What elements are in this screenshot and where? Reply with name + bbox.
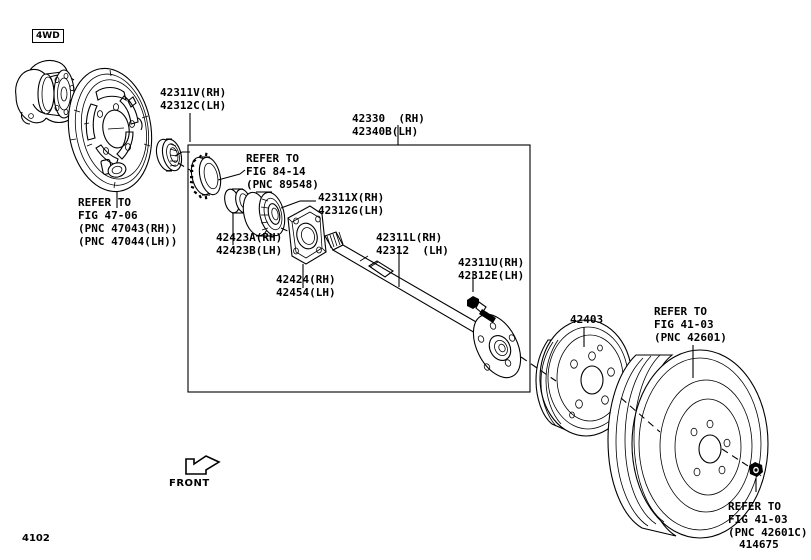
brake-drum-part xyxy=(535,319,633,437)
badge-4wd: 4WD xyxy=(32,29,64,43)
callout-abs-rotor-ref: REFER TO FIG 84-14 (PNC 89548) xyxy=(246,152,319,191)
callout-axle-shaft: 42311L(RH) 42312 (LH) xyxy=(376,231,449,257)
drawing-number: 414675 xyxy=(739,538,779,551)
callout-bearing: 42311X(RH) 42312G(LH) xyxy=(318,191,385,217)
assembly-group-frame xyxy=(187,144,531,393)
callout-stud-bolt: 42311U(RH) 42312E(LH) xyxy=(458,256,525,282)
callout-lug-nut-ref: REFER TO FIG 41-03 (PNC 42601C) xyxy=(728,500,808,539)
callout-spacer: 42423A(RH) 42423B(LH) xyxy=(216,231,283,257)
brake-backing-plate xyxy=(67,67,153,193)
road-wheel-part xyxy=(607,349,769,539)
abs-rotor-part xyxy=(189,152,222,200)
sheet-number: 4102 xyxy=(22,533,50,544)
callout-axle-shaft-assy: 42330 (RH) 42340B(LH) xyxy=(352,112,425,138)
lug-nut-part xyxy=(749,462,763,477)
callout-retainer-plate: 42424(RH) 42454(LH) xyxy=(276,273,336,299)
oil-seal-part xyxy=(155,138,183,172)
leader-lines xyxy=(116,113,757,492)
retainer-plate-part xyxy=(287,205,327,265)
callout-brake-drum: 42403 xyxy=(570,313,604,326)
axle-housing-sketch xyxy=(15,59,75,125)
callout-oil-seal: 42311V(RH) 42312C(LH) xyxy=(160,86,227,112)
front-marker-label: FRONT xyxy=(169,478,210,489)
front-direction-arrow xyxy=(185,455,221,475)
bearing-part xyxy=(242,191,286,237)
stud-bolt-part xyxy=(467,296,496,323)
rotor-teeth xyxy=(189,152,208,200)
callout-wheel-ref: REFER TO FIG 41-03 (PNC 42601) xyxy=(654,305,727,344)
axle-shaft-part xyxy=(324,231,522,379)
assembly-axis-dashed xyxy=(177,162,749,467)
callout-backing-plate-ref: REFER TO FIG 47-06 (PNC 47043(RH)) (PNC … xyxy=(78,196,178,248)
